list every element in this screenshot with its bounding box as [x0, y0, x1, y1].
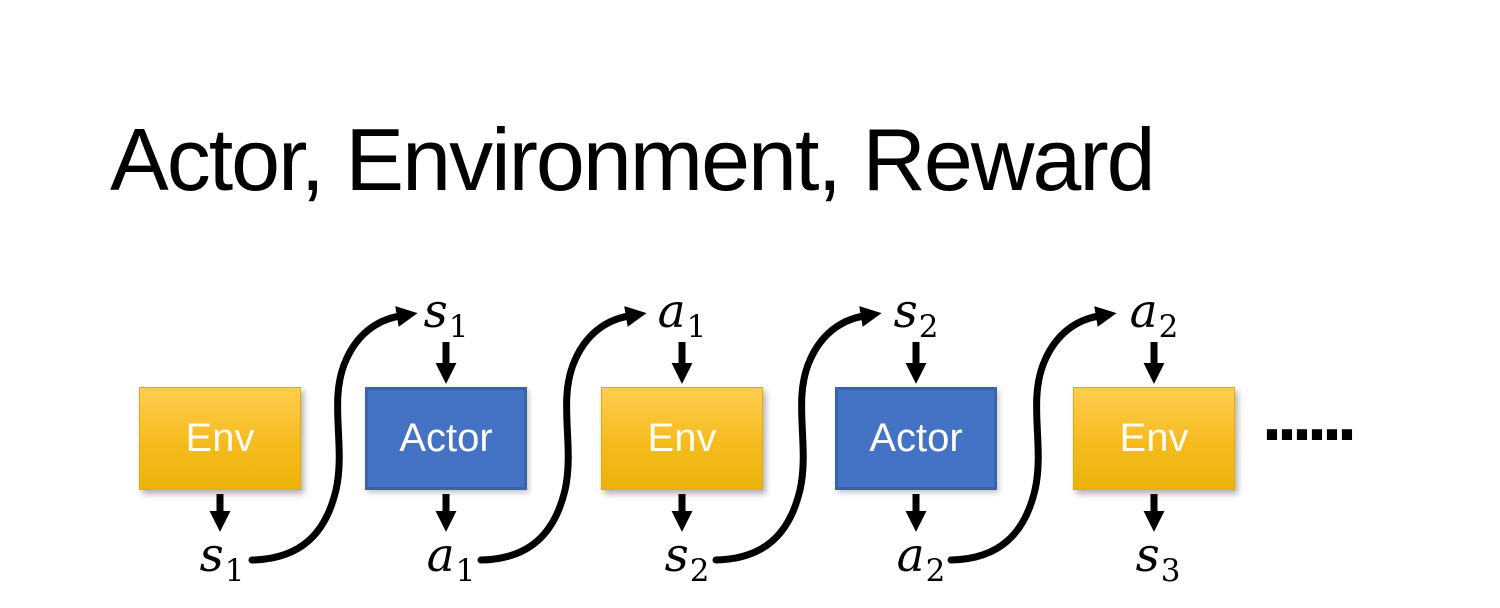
box-label: Actor — [399, 416, 493, 460]
page-title: Actor, Environment, Reward — [110, 110, 1156, 209]
top-label-s2: s2 — [893, 284, 939, 345]
box-label: Actor — [869, 416, 963, 460]
top-label-a1: a1 — [657, 284, 707, 345]
box-label: Env — [647, 416, 717, 460]
actor-box-1: Actor — [365, 387, 527, 490]
bottom-label-a2: a2 — [896, 528, 946, 589]
env-box-3: Env — [1073, 387, 1235, 490]
top-label-a2: a2 — [1129, 284, 1179, 345]
bottom-label-s1: s1 — [199, 528, 245, 589]
bottom-label-s2: s2 — [664, 528, 710, 589]
top-label-s1: s1 — [423, 284, 469, 345]
env-box-1: Env — [139, 387, 301, 490]
env-box-2: Env — [601, 387, 763, 490]
actor-box-2: Actor — [835, 387, 997, 490]
bottom-label-a1: a1 — [426, 528, 476, 589]
box-label: Env — [1119, 416, 1189, 460]
bottom-label-s3: s3 — [1135, 528, 1181, 589]
ellipsis-dots: ...... — [1262, 376, 1357, 456]
box-label: Env — [185, 416, 255, 460]
